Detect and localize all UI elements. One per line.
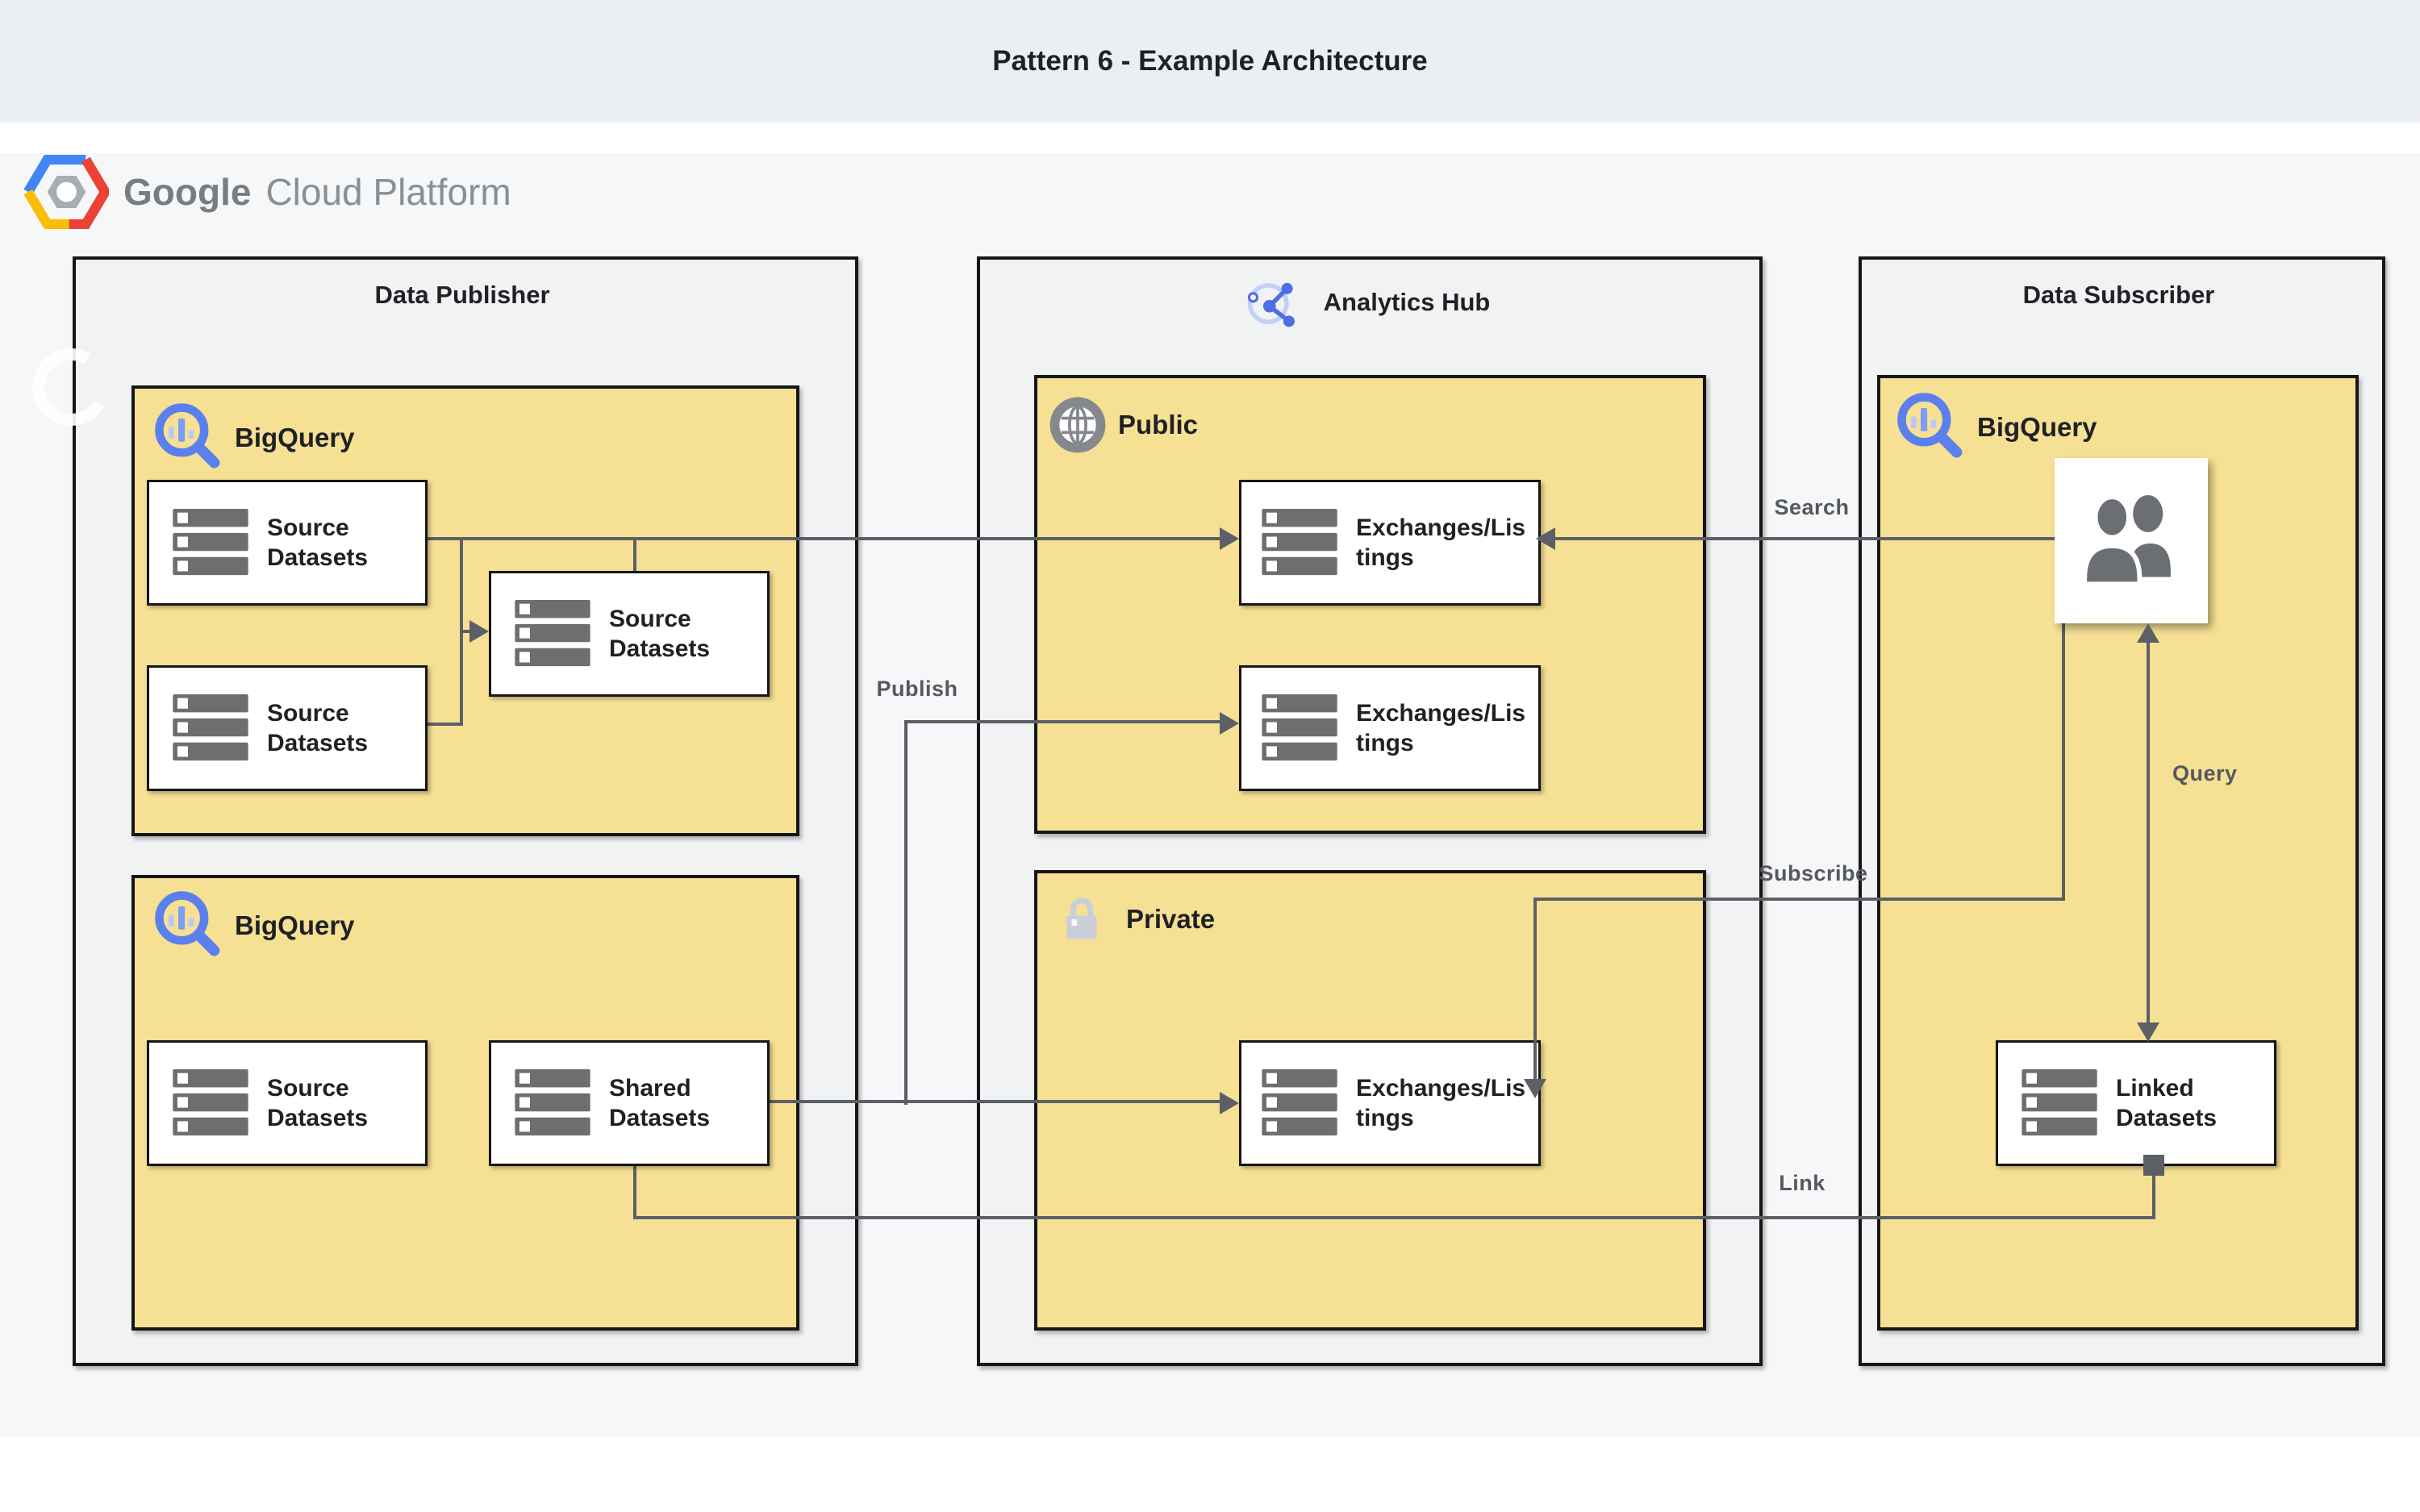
arrowhead-subscribe-into-exchange-3: [1524, 1079, 1546, 1098]
lock-icon: [1055, 889, 1108, 950]
group-label: BigQuery: [235, 910, 355, 940]
analytics-hub-icon: [1243, 271, 1306, 334]
datasets-icon: [172, 694, 249, 762]
edge-label-link: Link: [1779, 1171, 1825, 1195]
datasets-icon: [1261, 509, 1338, 577]
edge-publish-horizontal: [904, 720, 1220, 723]
group-header-private: Private: [1055, 889, 1215, 950]
edge-label-query: Query: [2172, 761, 2238, 785]
datasets-icon: [1261, 1069, 1338, 1137]
edge-link-vertical-left: [633, 1161, 636, 1219]
datasets-icon: [514, 1069, 591, 1137]
node-shared-datasets[interactable]: Shared Datasets: [489, 1040, 770, 1166]
edge-label-search: Search: [1774, 495, 1850, 519]
edge-branch-src-c-top: [633, 539, 636, 574]
container-title-analytics-hub: Analytics Hub: [1323, 288, 1491, 316]
node-source-datasets-b[interactable]: Source Datasets: [147, 665, 428, 791]
title-band: Pattern 6 - Example Architecture: [0, 0, 2420, 123]
gcp-logo: Google Cloud Platform: [24, 155, 511, 229]
bigquery-icon: [1892, 389, 1969, 466]
edge-into-src-c: [461, 630, 471, 633]
node-label: Exchanges/Listings: [1356, 514, 1526, 572]
arrowhead-into-src-c: [469, 620, 489, 643]
arrowhead-query-into-users: [2137, 623, 2159, 643]
container-title-data-publisher: Data Publisher: [374, 281, 550, 309]
group-header-bigquery-3: BigQuery: [1892, 389, 2097, 466]
group-header-bigquery-1: BigQuery: [149, 399, 355, 477]
bigquery-icon: [149, 399, 227, 477]
edge-shared-to-private-exchange: [765, 1100, 1220, 1103]
analytics-hub-header: Analytics Hub: [977, 271, 1756, 334]
edge-query: [2147, 641, 2150, 1026]
datasets-icon: [2021, 1069, 2098, 1137]
arrowhead-into-exchange-1-right: [1536, 527, 1555, 550]
edge-subscribe-vertical-right: [2062, 623, 2065, 901]
globe-icon: [1044, 391, 1112, 459]
datasets-icon: [172, 509, 249, 577]
edge-label-subscribe: Subscribe: [1759, 861, 1868, 885]
arrowhead-into-exchange-2: [1220, 712, 1239, 735]
node-exchanges-listings-private[interactable]: Exchanges/Listings: [1239, 1040, 1541, 1166]
arrowhead-into-exchange-3: [1220, 1092, 1239, 1114]
node-label: Linked Datasets: [2116, 1074, 2218, 1132]
edge-publisher-to-public-exchange-1: [423, 537, 1220, 540]
group-label: Public: [1118, 410, 1199, 439]
gcp-hexagon-icon: [24, 155, 109, 229]
gcp-logo-text-google: Google: [123, 171, 252, 213]
group-label: BigQuery: [235, 423, 355, 452]
group-label: Private: [1126, 904, 1216, 934]
datasets-icon: [1261, 694, 1338, 762]
edge-label-publish: Publish: [876, 677, 958, 701]
container-title-data-subscriber: Data Subscriber: [2022, 281, 2215, 309]
page-title: Pattern 6 - Example Architecture: [992, 45, 1428, 77]
arrowhead-into-exchange-1-left: [1220, 527, 1239, 550]
group-header-bigquery-2: BigQuery: [149, 887, 355, 964]
edge-publish-vertical: [904, 720, 908, 1105]
datasets-icon: [172, 1069, 249, 1137]
node-source-datasets-c[interactable]: Source Datasets: [489, 571, 770, 697]
node-exchanges-listings-public-1[interactable]: Exchanges/Listings: [1239, 480, 1541, 606]
edge-subscribe-horizontal: [1533, 898, 2065, 901]
node-label: Source Datasets: [267, 514, 369, 572]
node-label: Shared Datasets: [609, 1074, 711, 1132]
node-source-datasets-a[interactable]: Source Datasets: [147, 480, 428, 606]
node-source-datasets-d[interactable]: Source Datasets: [147, 1040, 428, 1166]
arrowhead-query-into-linked: [2137, 1023, 2159, 1042]
edge-subscribe-vertical-left: [1533, 898, 1537, 1081]
node-label: Exchanges/Listings: [1356, 1074, 1526, 1132]
node-label: Exchanges/Listings: [1356, 699, 1526, 757]
node-linked-datasets[interactable]: Linked Datasets: [1996, 1040, 2276, 1166]
edge-link-horizontal: [633, 1216, 2155, 1219]
node-exchanges-listings-public-2[interactable]: Exchanges/Listings: [1239, 665, 1541, 791]
node-subscriber-users[interactable]: [2055, 458, 2208, 623]
link-endpoint-square: [2143, 1155, 2164, 1176]
node-label: Source Datasets: [267, 699, 369, 757]
users-icon: [2071, 477, 2192, 606]
group-header-public: Public: [1044, 391, 1198, 459]
group-label: BigQuery: [1977, 412, 2097, 442]
node-label: Source Datasets: [609, 605, 711, 663]
edge-src-b-out: [423, 723, 463, 726]
gcp-logo-text-cloud-platform: Cloud Platform: [265, 171, 511, 213]
bigquery-icon: [149, 887, 227, 964]
datasets-icon: [514, 600, 591, 668]
node-label: Source Datasets: [267, 1074, 369, 1132]
edge-link-vertical-right: [2152, 1171, 2155, 1219]
edge-search: [1550, 537, 2065, 540]
